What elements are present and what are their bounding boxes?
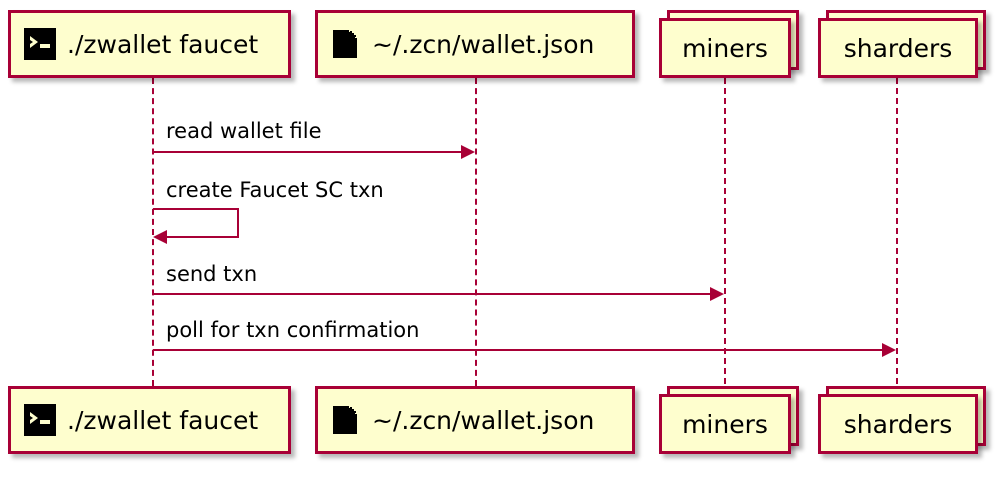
participant-label: ./zwallet faucet <box>67 405 259 435</box>
participant-label: miners <box>682 409 768 439</box>
lifeline-miners <box>724 78 726 394</box>
file-icon <box>331 404 361 436</box>
participant-label: sharders <box>843 33 953 63</box>
participant-wallet-json-top[interactable]: ~/.zcn/wallet.json <box>315 10 635 78</box>
message-arrowhead-poll-for-txn-confirmation <box>882 343 896 357</box>
message-line-send-txn <box>153 293 710 295</box>
message-arrowhead-read-wallet-file <box>461 145 475 159</box>
participant-zwallet-faucet-top[interactable]: ./zwallet faucet <box>8 10 291 78</box>
message-label-read-wallet-file: read wallet file <box>166 119 322 143</box>
message-label-send-txn: send txn <box>166 262 258 286</box>
message-line-read-wallet-file <box>153 151 461 153</box>
message-label-poll-for-txn-confirmation: poll for txn confirmation <box>166 318 420 342</box>
participant-label: ~/.zcn/wallet.json <box>372 405 595 435</box>
participant-label: sharders <box>843 409 953 439</box>
terminal-icon <box>24 404 56 436</box>
participant-miners-bottom[interactable]: miners <box>659 394 791 454</box>
participant-label: ./zwallet faucet <box>67 29 259 59</box>
participant-label: ~/.zcn/wallet.json <box>372 29 595 59</box>
participant-zwallet-faucet-bottom[interactable]: ./zwallet faucet <box>8 386 291 454</box>
self-message-top-segment <box>153 208 239 210</box>
participant-sharders-top[interactable]: sharders <box>818 18 978 78</box>
message-arrowhead-send-txn <box>710 287 724 301</box>
message-label-create-faucet-sc-txn: create Faucet SC txn <box>166 178 384 202</box>
participant-wallet-json-bottom[interactable]: ~/.zcn/wallet.json <box>315 386 635 454</box>
participant-label: miners <box>682 33 768 63</box>
terminal-icon <box>24 28 56 60</box>
self-message-arrowhead <box>153 230 167 244</box>
lifeline-sharders <box>896 78 898 394</box>
participant-sharders-bottom[interactable]: sharders <box>818 394 978 454</box>
file-icon <box>331 28 361 60</box>
participant-miners-top[interactable]: miners <box>659 18 791 78</box>
self-message-bottom-segment <box>167 236 239 238</box>
self-message-right-segment <box>237 208 239 236</box>
message-line-poll-for-txn-confirmation <box>153 349 882 351</box>
lifeline-wallet-json <box>475 78 477 386</box>
